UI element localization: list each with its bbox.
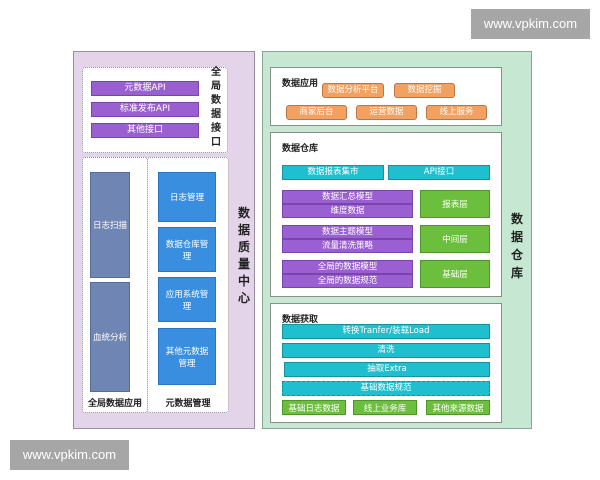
data-application-label: 数据应用 [282, 79, 319, 89]
warehouse-section: 数据仓库 数据报表集市 API接口 数据汇总模型 维度数据 报表层 数据主题模型… [270, 132, 502, 297]
data-report-mart: 数据报表集市 [282, 165, 384, 180]
watermark-bottom: www.vpkim.com [10, 440, 129, 470]
other-source-data: 其他来源数据 [426, 400, 490, 415]
standard-publish-api: 标准发布API [91, 102, 199, 117]
global-data-interface-group: 元数据API 标准发布API 其他接口 全局数据接口 [82, 67, 228, 153]
operations-data: 运营数据 [356, 105, 417, 120]
dimension-data: 维度数据 [282, 204, 413, 218]
data-acquisition-section: 数据获取 转换Tranfer/装载Load 清洗 抽取Extra 基础数据规范 … [270, 303, 502, 423]
api-interface: API接口 [388, 165, 490, 180]
online-business-db-source: 线上业务库 [353, 400, 417, 415]
base-data-standard: 基础数据规范 [282, 381, 490, 396]
log-scan: 日志扫描 [90, 172, 130, 278]
data-analysis-platform: 数据分析平台 [322, 83, 384, 98]
traffic-cleaning-strategy: 流量清洗策略 [282, 239, 413, 253]
global-data-application-group: 日志扫描 血统分析 全局数据应用 [82, 157, 148, 413]
extract-step: 抽取Extra [284, 362, 490, 377]
data-topic-model: 数据主题模型 [282, 225, 413, 239]
base-log-data-source: 基础日志数据 [282, 400, 346, 415]
global-data-model: 全局的数据模型 [282, 260, 413, 274]
warehouse-management: 数据仓库管理 [158, 227, 216, 272]
global-data-standard: 全局的数据规范 [282, 274, 413, 288]
other-metadata-management: 其他元数据管理 [158, 328, 216, 385]
cleaning-step: 清洗 [282, 343, 490, 358]
transform-load-step: 转换Tranfer/装载Load [282, 324, 490, 339]
data-application-section: 数据应用 数据分析平台 数据挖掘 商家后台 运营数据 线上服务 [270, 67, 502, 126]
data-acquisition-label: 数据获取 [282, 315, 319, 325]
middle-layer: 中间层 [420, 225, 490, 253]
data-quality-center-panel: 元数据API 标准发布API 其他接口 全局数据接口 日志扫描 血统分析 全局数… [73, 51, 255, 429]
online-service: 线上服务 [426, 105, 487, 120]
data-warehouse-panel: 数据应用 数据分析平台 数据挖掘 商家后台 运营数据 线上服务 数据仓库 数据报… [262, 51, 532, 429]
data-quality-center-title: 数据质量中心 [237, 206, 250, 305]
log-management: 日志管理 [158, 172, 216, 222]
data-summary-model: 数据汇总模型 [282, 190, 413, 204]
topic-model-group: 数据主题模型 流量清洗策略 [282, 225, 413, 253]
merchant-backend: 商家后台 [286, 105, 347, 120]
summary-model-group: 数据汇总模型 维度数据 [282, 190, 413, 218]
metadata-management-label: 元数据管理 [165, 399, 211, 409]
warehouse-label: 数据仓库 [282, 144, 319, 154]
base-layer: 基础层 [420, 260, 490, 288]
data-mining: 数据挖掘 [394, 83, 455, 98]
global-data-application-label: 全局数据应用 [87, 399, 142, 409]
global-model-group: 全局的数据模型 全局的数据规范 [282, 260, 413, 288]
global-data-interface-label: 全局数据接口 [211, 67, 221, 148]
other-interface: 其他接口 [91, 123, 199, 138]
app-system-management: 应用系统管理 [158, 277, 216, 322]
data-warehouse-title: 数据仓库 [510, 212, 523, 280]
lineage-analysis: 血统分析 [90, 282, 130, 392]
watermark-top: www.vpkim.com [471, 9, 590, 39]
report-layer: 报表层 [420, 190, 490, 218]
metadata-management-group: 日志管理 数据仓库管理 应用系统管理 其他元数据管理 元数据管理 [147, 157, 229, 413]
metadata-api: 元数据API [91, 81, 199, 96]
